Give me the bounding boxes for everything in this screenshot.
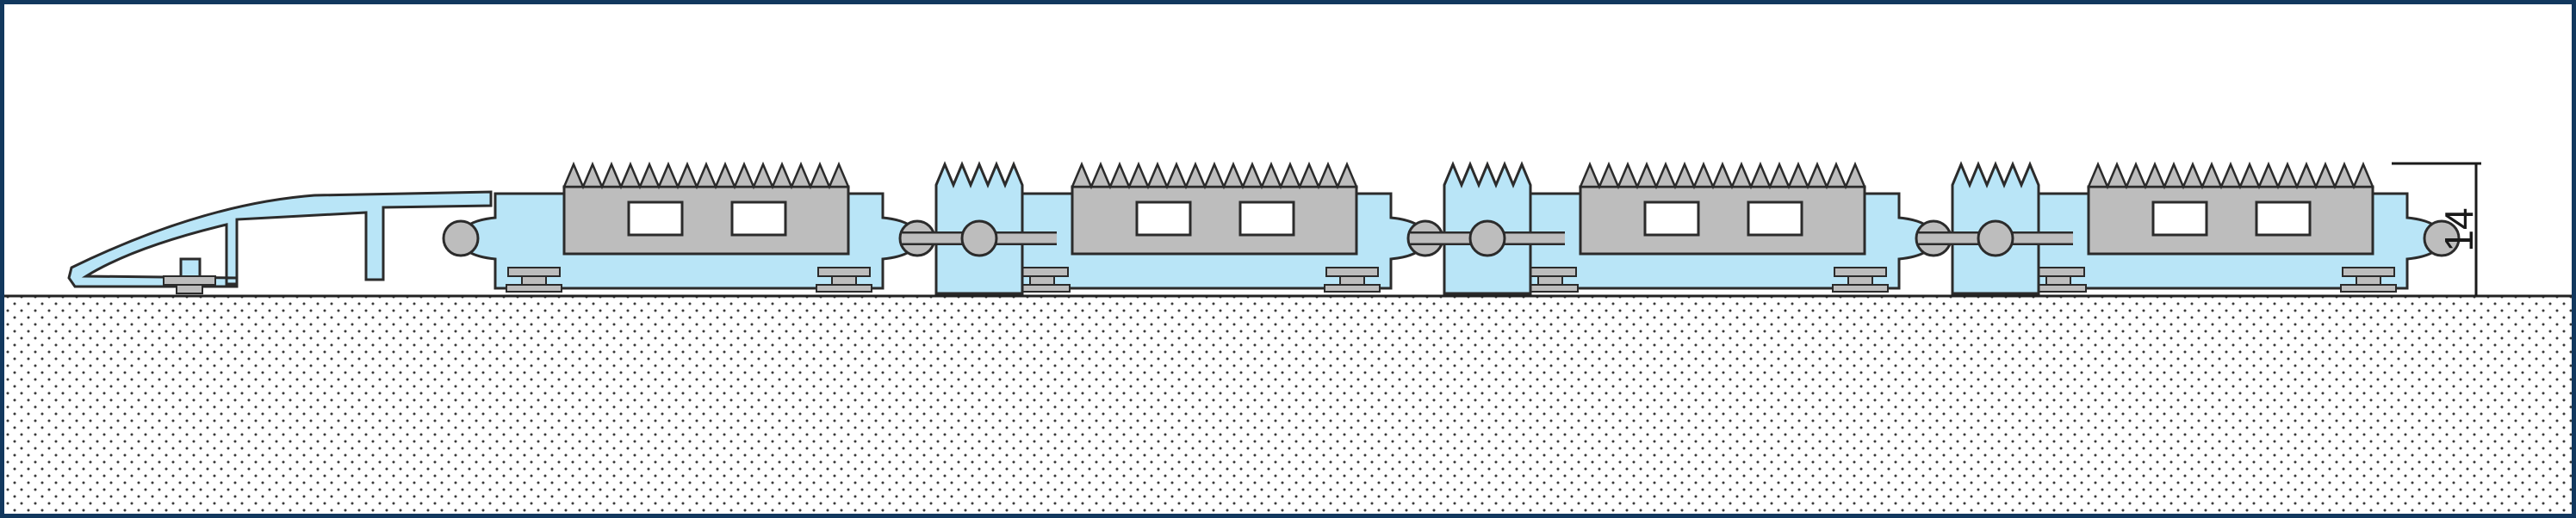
profile-foot-base [1832, 284, 1889, 293]
mat-module [442, 161, 936, 293]
insert-cavity [2151, 200, 2208, 237]
insert-cavity [1747, 200, 1803, 237]
insert-cavity [730, 200, 787, 237]
floor-substrate [4, 296, 2572, 514]
insert-cavity [1643, 200, 1700, 237]
profile-cross-section-drawing [4, 161, 2572, 514]
connector-knob [1977, 219, 2014, 257]
profile-foot-base [506, 284, 562, 293]
spacer-block [1918, 161, 2073, 295]
profile-foot-base [816, 284, 872, 293]
connector-knob [442, 219, 480, 257]
spacer-block [1410, 161, 1565, 295]
insert-ribbed-top [1579, 161, 1866, 190]
insert-cavity [1238, 200, 1295, 237]
insert-ribbed-top [1071, 161, 1358, 190]
insert-cavity [2255, 200, 2312, 237]
insert-ribbed-top [2087, 161, 2374, 190]
dimension-annotation: 14 [2392, 162, 2481, 296]
profile-foot-base [2340, 284, 2397, 293]
connector-knob [960, 219, 998, 257]
spacer-block [902, 161, 1057, 295]
insert-cavity [1135, 200, 1192, 237]
insert-ribbed-top [562, 161, 850, 190]
mat-module [1458, 161, 1952, 293]
ramp-foot [163, 275, 216, 294]
profile-foot-base [1324, 284, 1381, 293]
ramp-edge-profile [67, 190, 493, 288]
insert-cavity [627, 200, 684, 237]
connector-knob [1468, 219, 1506, 257]
connector-knob [2423, 219, 2461, 257]
dimension-label: 14 [2436, 207, 2481, 251]
